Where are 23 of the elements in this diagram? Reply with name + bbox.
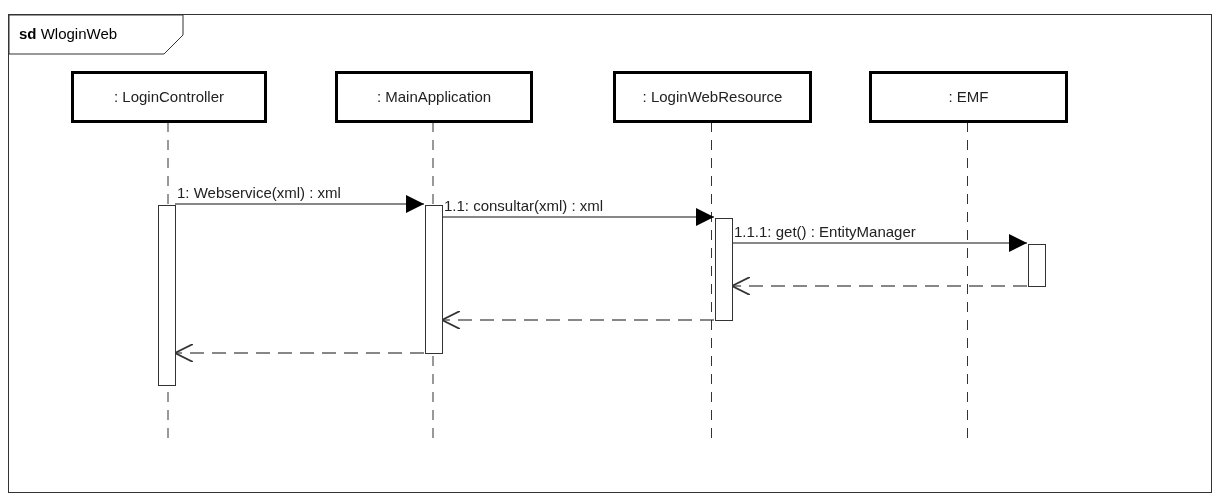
frame-title: sd WloginWeb [19, 24, 118, 44]
activation-bar [158, 205, 176, 386]
message-label: 1.1: consultar(xml) : xml [444, 196, 604, 216]
return-message-arrow [174, 343, 425, 363]
message-label: 1.1.1: get() : EntityManager [734, 222, 916, 242]
sequence-frame [8, 14, 1212, 493]
lifeline-name: : LoginController [113, 86, 225, 107]
activation-bar [425, 205, 443, 354]
lifeline-head [335, 71, 533, 123]
lifeline-name: : EMF [948, 86, 989, 107]
return-message-arrow [441, 310, 715, 330]
message-arrow [731, 234, 1028, 252]
message-label: 1: Webservice(xml) : xml [177, 183, 341, 203]
message-arrow [441, 208, 715, 226]
lifeline-head [869, 71, 1068, 123]
message-arrow [174, 195, 425, 213]
activation-bar [715, 218, 733, 321]
lifeline-name: : LoginWebResource [642, 86, 783, 107]
lifeline-head [613, 71, 812, 123]
lifeline-head [71, 71, 267, 123]
lifeline-name: : MainApplication [376, 86, 492, 107]
activation-bar [1028, 244, 1046, 287]
return-message-arrow [731, 276, 1028, 296]
